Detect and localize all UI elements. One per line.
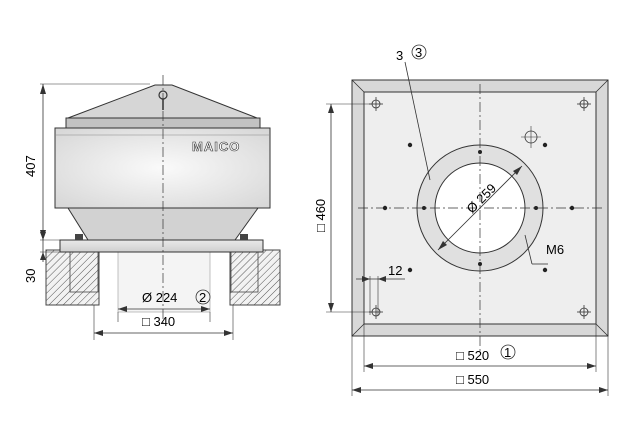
hole-leader-line [404, 61, 431, 181]
brand-logo: MAICO [192, 139, 240, 154]
duct-ref-marker [195, 289, 211, 305]
plate-foot-left [75, 234, 83, 240]
thread-label: M6 [546, 242, 564, 257]
duct-ref: 2 [199, 290, 206, 305]
base-plate [59, 239, 264, 253]
bolt-hole-icon [569, 205, 575, 211]
bolt-hole-icon [542, 267, 548, 273]
thread-leader-line [524, 234, 533, 265]
roof-block-left-inner [69, 251, 99, 293]
roof-block-right-inner [230, 251, 259, 293]
bolt-hole-icon [534, 206, 538, 210]
plate-label: 30 [23, 269, 38, 283]
bolt-hole-icon [478, 262, 482, 266]
bolt-hole-icon [407, 267, 413, 273]
plate-foot-right [240, 234, 248, 240]
side-dimension-label: □ 460 [313, 199, 328, 232]
inner-width-ref-marker [500, 344, 516, 360]
hole-ref-marker [411, 44, 427, 60]
diameter-line [437, 165, 523, 251]
hole-ref: 3 [415, 45, 422, 60]
fan-housing [54, 127, 271, 209]
bolt-hole-icon [478, 150, 482, 154]
top-view: 3 3 Ø 259 M6 12 □ 460 □ 520 1 [313, 44, 609, 396]
inner-width-label: □ 520 [456, 348, 489, 363]
inner-width-ref: 1 [504, 345, 511, 360]
outer-width-label: □ 550 [456, 372, 489, 387]
side-view: MAICO 407 30 Ø 224 2 □ 340 [23, 75, 281, 340]
square-label: □ 340 [142, 314, 175, 329]
height-label: 407 [23, 155, 38, 177]
bolt-hole-icon [407, 142, 413, 148]
hole-label: 3 [396, 48, 403, 63]
bolt-hole-icon [382, 205, 388, 211]
bolt-hole-icon [542, 142, 548, 148]
bolt-holes [382, 142, 575, 273]
offset-label: 12 [388, 263, 402, 278]
bolt-hole-icon [422, 206, 426, 210]
duct-label: Ø 224 [142, 290, 177, 305]
